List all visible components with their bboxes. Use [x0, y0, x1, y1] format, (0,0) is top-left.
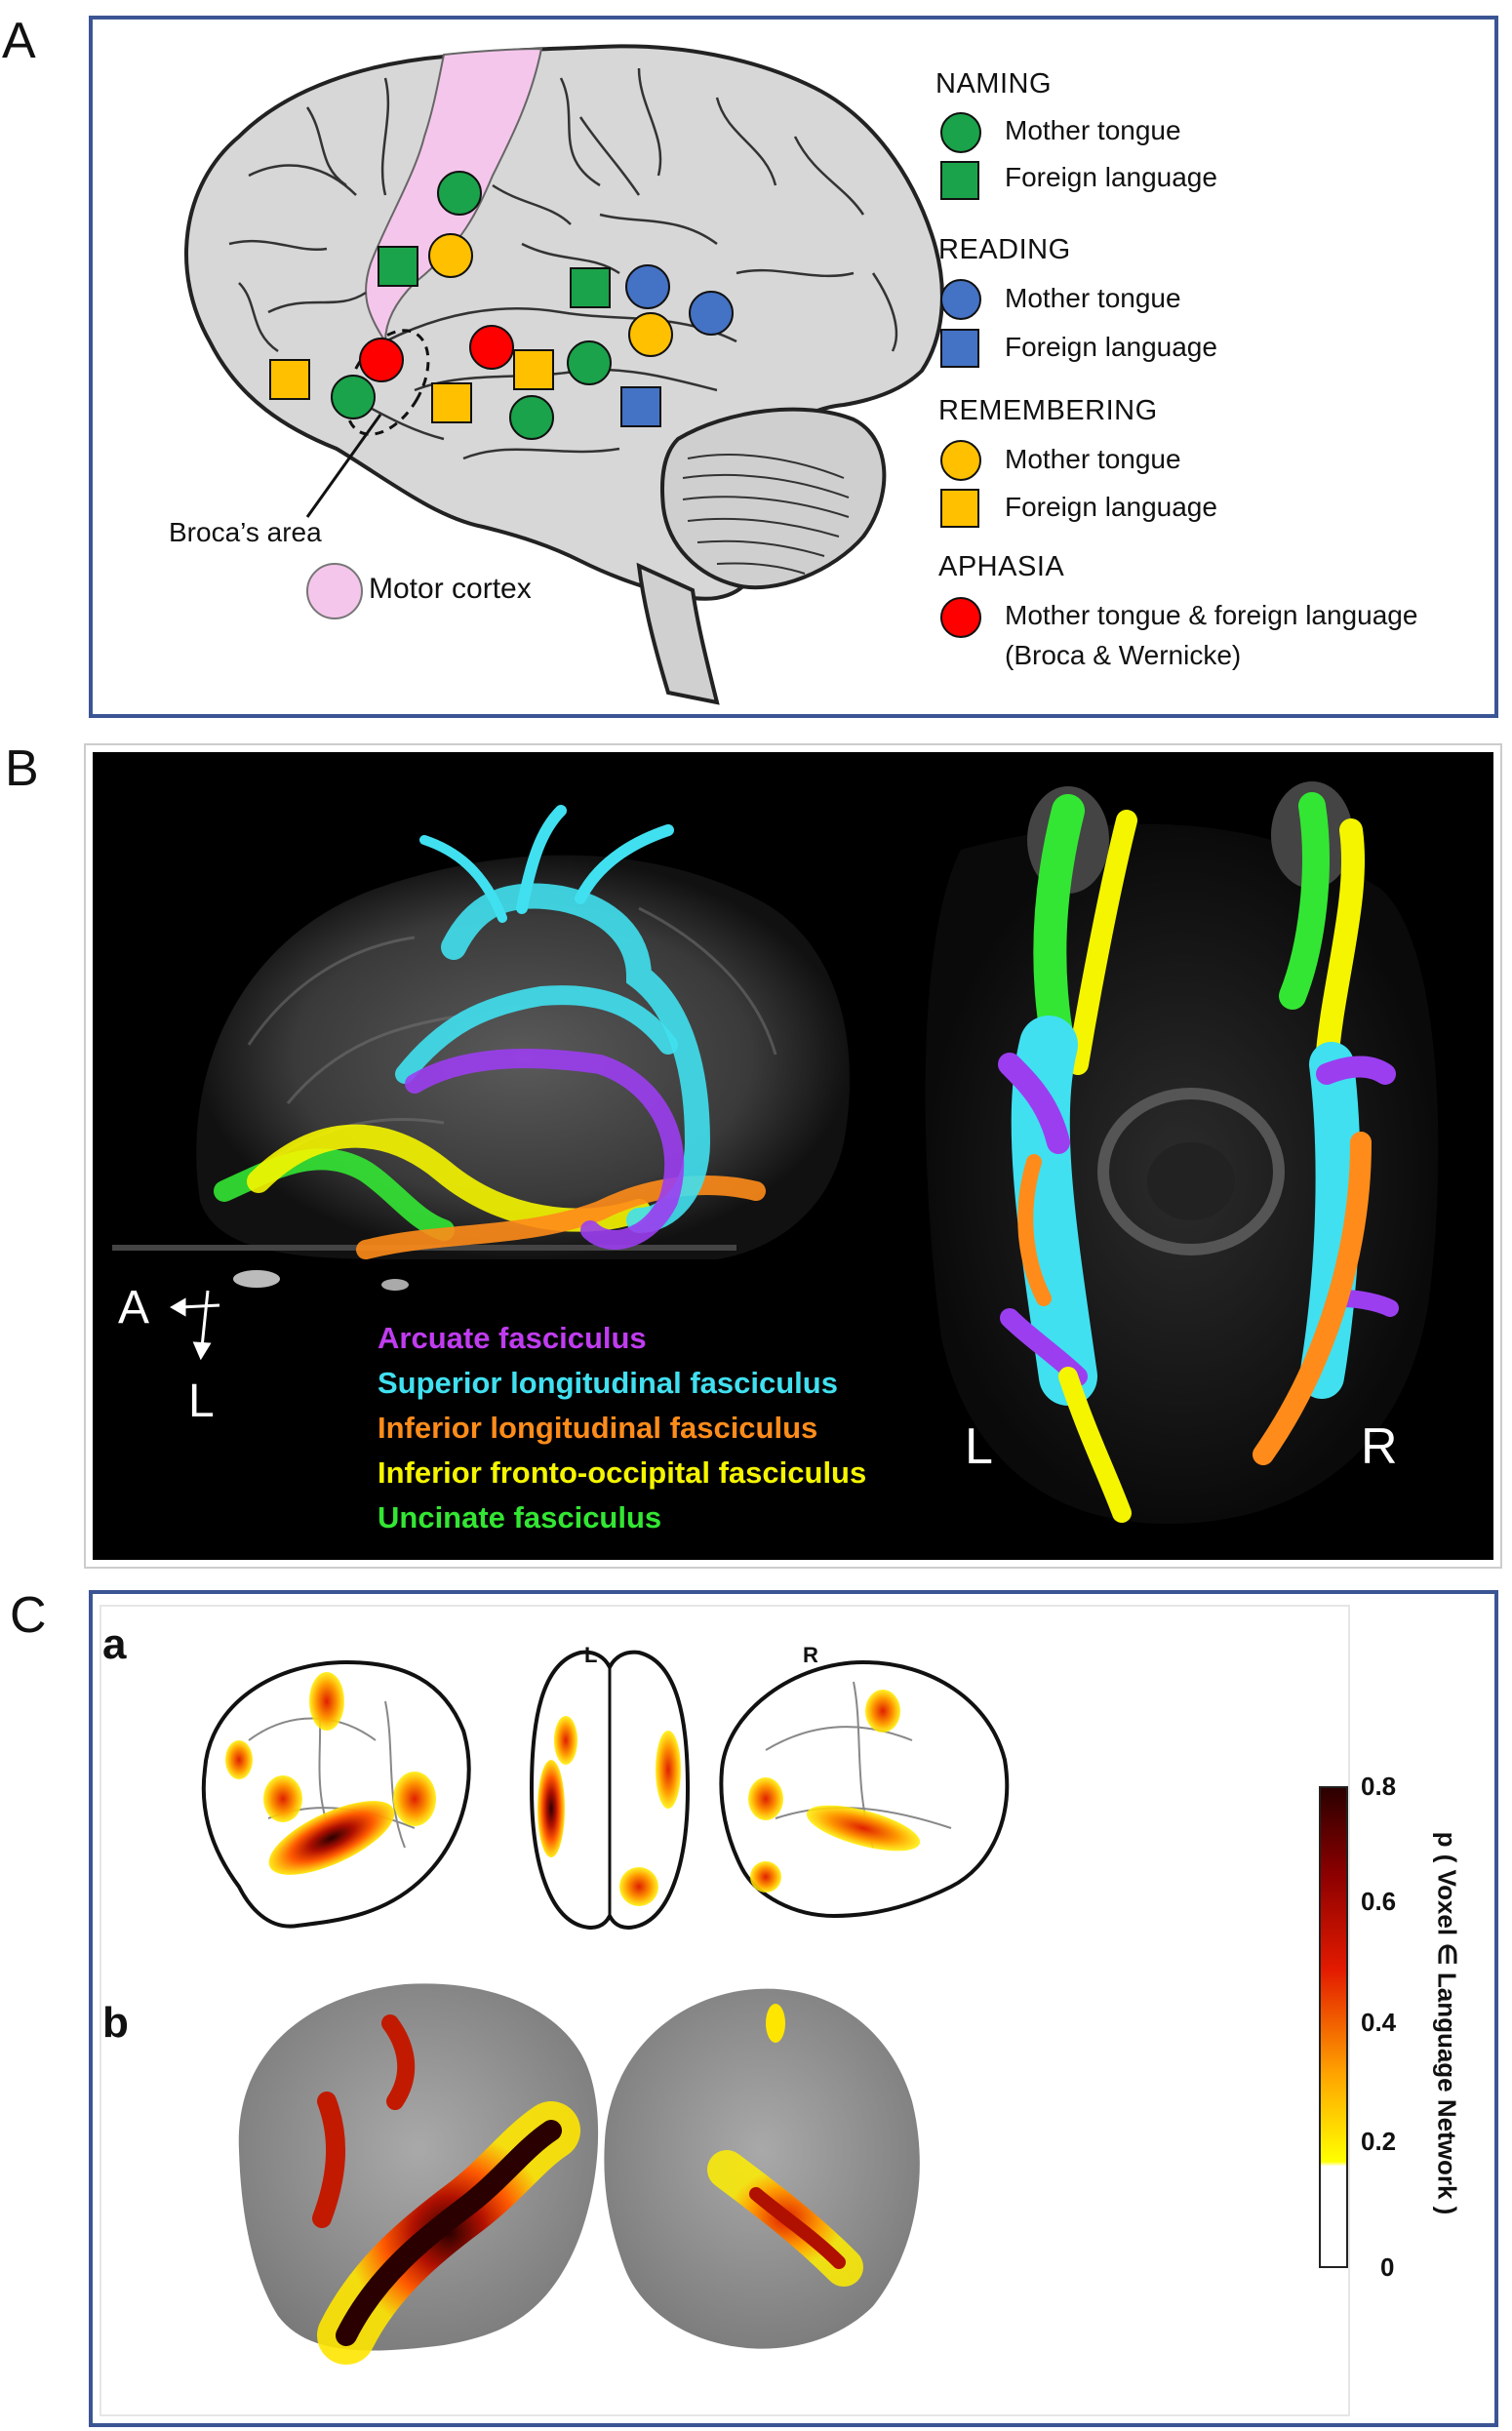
brain-diagram — [184, 44, 981, 705]
legend-remembering-mother: Mother tongue — [1005, 444, 1181, 474]
colorbar-tick-0.2: 0.2 — [1361, 2127, 1397, 2156]
cerebellum — [659, 407, 887, 590]
brainstem — [636, 562, 720, 705]
brocas-area-outline — [344, 329, 430, 436]
panel-label-a: A — [2, 13, 36, 69]
motor-cortex-swatch — [306, 563, 363, 619]
tract-legend-item: Uncinate fasciculus — [378, 1500, 662, 1534]
view-label-left: L — [584, 1643, 598, 1667]
axial-label-right: R — [1361, 1418, 1398, 1475]
subpanel-label-a: a — [102, 1620, 127, 1668]
tract-legend-item: Arcuate fasciculus — [378, 1321, 647, 1355]
panel-c-language-network-probability: a b L R 0.8 0.6 0.4 0.2 0 p ( Voxel ∈ La… — [89, 1590, 1498, 2427]
ilf-tract-sagittal — [356, 1176, 766, 1259]
tract-legend-item: Inferior longitudinal fasciculus — [378, 1411, 818, 1445]
brocas-area-label: Broca’s area — [169, 517, 322, 547]
legend-reading-mother: Mother tongue — [1005, 283, 1181, 313]
legend-reading-heading: READING — [938, 234, 1071, 265]
ifof-tract-axial-right — [1315, 818, 1366, 1076]
panel-label-c: C — [10, 1587, 47, 1644]
remembering-foreign-language-marker — [431, 382, 472, 423]
arcuate-tract-axial-left — [998, 1053, 1070, 1154]
colorbar-tick-0.8: 0.8 — [1361, 1772, 1397, 1801]
inflated-cortex-right — [604, 1988, 920, 2349]
motor-cortex-label: Motor cortex — [369, 573, 532, 605]
language-network-figure — [99, 1605, 1350, 2416]
remembering-mother-tongue-marker — [628, 312, 673, 357]
activation-left-frontal — [309, 1672, 344, 1731]
legend-aphasia-line2: (Broca & Wernicke) — [1005, 640, 1242, 670]
remembering-foreign-language-marker — [513, 349, 554, 390]
aphasia-marker — [359, 338, 404, 382]
aphasia-marker — [469, 325, 514, 370]
activation-right-temporal — [806, 1805, 921, 1852]
legend-remembering-heading: REMEMBERING — [938, 395, 1158, 426]
legend-naming-circle — [940, 112, 981, 153]
inflated-cortex-left — [238, 1983, 599, 2351]
arcuate-tract-axial-right — [1316, 1056, 1396, 1085]
panel-a-brain-language-map: Broca’s area Motor cortex NAMING Mother … — [89, 16, 1498, 718]
legend-aphasia-heading: APHASIA — [938, 551, 1065, 582]
legend-aphasia-line1: Mother tongue & foreign language — [1005, 600, 1418, 630]
legend-reading-foreign: Foreign language — [1005, 332, 1217, 362]
legend-naming-foreign: Foreign language — [1005, 162, 1217, 192]
subpanel-label-b: b — [102, 1999, 129, 2047]
activation-left-temporal — [268, 1801, 395, 1875]
uncinate-tract-axial-left — [1033, 794, 1085, 1061]
colorbar — [1319, 1786, 1348, 2268]
reading-mother-tongue-marker — [689, 291, 734, 336]
brocas-area-pointer — [305, 414, 382, 518]
naming-mother-tongue-marker — [437, 171, 482, 216]
ilf-tract-axial-right — [1253, 1132, 1372, 1465]
colorbar-tick-0.4: 0.4 — [1361, 2008, 1397, 2037]
remembering-foreign-language-marker — [269, 359, 310, 400]
tractography-figure — [112, 781, 1439, 1525]
slf-tract-sagittal-front — [395, 985, 678, 1084]
view-label-right: R — [803, 1643, 818, 1667]
panel-label-b: B — [5, 740, 39, 797]
legend-remembering-circle — [940, 440, 981, 481]
legend-remembering-square — [940, 489, 979, 528]
axial-label-left: L — [965, 1418, 993, 1475]
tract-legend-item: Superior longitudinal fasciculus — [378, 1366, 838, 1400]
legend-naming-heading: NAMING — [935, 68, 1052, 100]
reading-foreign-language-marker — [620, 386, 661, 427]
slf-tract-axial-left — [1011, 1016, 1097, 1406]
axis-arrow-anterior — [179, 1303, 220, 1309]
naming-mother-tongue-marker — [509, 395, 554, 440]
naming-foreign-language-marker — [570, 267, 611, 308]
remembering-mother-tongue-marker — [428, 233, 473, 278]
arcuate-tract-sagittal — [405, 1049, 685, 1250]
axis-arrow-left — [200, 1290, 210, 1348]
ilf-tract-axial-left — [1017, 1154, 1052, 1306]
legend-reading-circle — [940, 279, 981, 320]
colorbar-tick-0: 0 — [1380, 2252, 1395, 2282]
reading-mother-tongue-marker — [625, 264, 670, 309]
legend-remembering-foreign: Foreign language — [1005, 492, 1217, 522]
legend-aphasia-circle — [940, 597, 981, 638]
glass-brain-right-sagittal — [719, 1659, 1010, 1919]
brainstem-axial — [1097, 1088, 1285, 1255]
legend-naming-square — [940, 161, 979, 200]
naming-foreign-language-marker — [378, 246, 418, 287]
axis-label-left: L — [188, 1375, 215, 1427]
naming-mother-tongue-marker — [567, 340, 612, 385]
legend-naming-mother: Mother tongue — [1005, 115, 1181, 145]
activation-axial-left — [537, 1760, 565, 1857]
tract-legend-item: Inferior fronto-occipital fasciculus — [378, 1455, 867, 1490]
uncinate-tract-axial-right — [1279, 792, 1330, 1010]
axis-label-anterior: A — [118, 1282, 150, 1334]
legend-reading-square — [940, 329, 979, 368]
naming-mother-tongue-marker — [331, 375, 376, 419]
ifof-tract-axial-left — [1067, 810, 1137, 1075]
colorbar-tick-0.6: 0.6 — [1361, 1887, 1397, 1916]
colorbar-label: p ( Voxel ∈ Language Network ) — [1432, 1831, 1462, 2215]
